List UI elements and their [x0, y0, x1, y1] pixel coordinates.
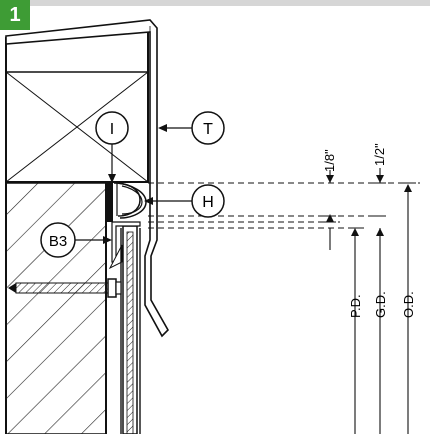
header-band — [30, 0, 430, 6]
dim-label-od: O.D. — [401, 291, 416, 318]
gasket — [113, 182, 147, 219]
callout-t-label: T — [203, 121, 213, 138]
coping-cap — [5, 19, 169, 338]
insulation-strip — [106, 182, 113, 222]
dimension-lines — [329, 168, 409, 434]
callout-h-label: H — [202, 194, 214, 211]
dim-label-gd: G.D. — [373, 291, 388, 318]
wall-substrate — [5, 182, 107, 434]
callout-i-label: I — [110, 121, 114, 138]
callout-b3-label: B3 — [49, 233, 67, 250]
dim-label-pd: P.D. — [348, 294, 363, 318]
reference-lines — [148, 182, 420, 229]
edge-cleat — [108, 221, 141, 434]
dim-label-eighth: 1/8" — [322, 149, 337, 172]
callout-i: I — [95, 111, 129, 183]
dimension-arrows — [324, 175, 416, 236]
figure-number-badge: 1 — [0, 0, 30, 30]
callout-h: H — [144, 184, 225, 218]
dim-label-half: 1/2" — [372, 143, 387, 166]
fastener-screw — [8, 278, 122, 298]
callout-t: T — [158, 111, 225, 145]
callout-b3: B3 — [40, 222, 112, 258]
